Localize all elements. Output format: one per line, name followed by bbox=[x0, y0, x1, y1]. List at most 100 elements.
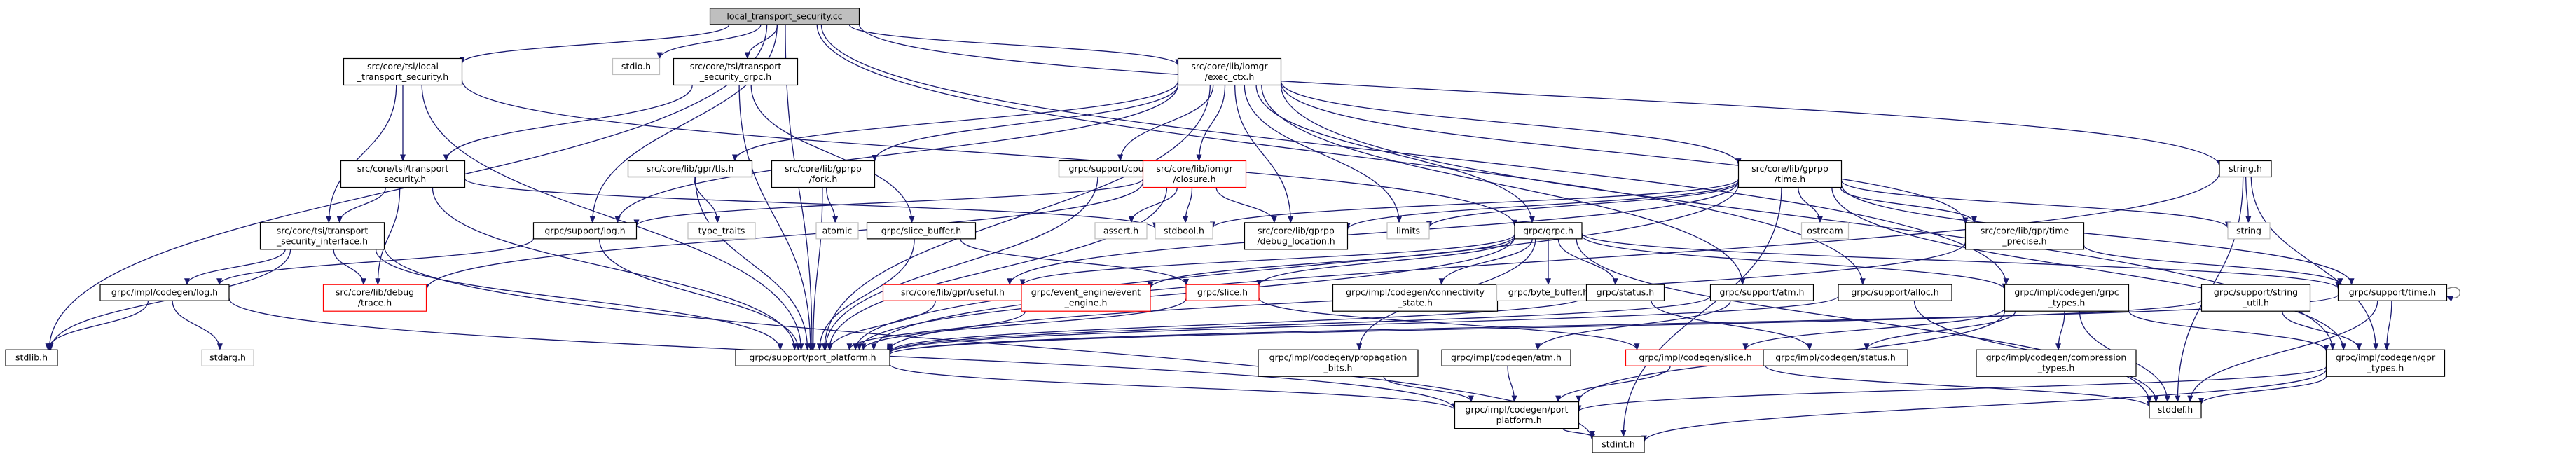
node-gpr-time-precise[interactable]: src/core/lib/gpr/time_precise.h bbox=[1964, 222, 2085, 250]
node-connectivity-state[interactable]: grpc/impl/codegen/connectivity_state.h bbox=[1332, 284, 1499, 312]
node-slice-h[interactable]: grpc/slice.h bbox=[1185, 284, 1260, 301]
node-exec-ctx[interactable]: src/core/lib/iomgr/exec_ctx.h bbox=[1177, 57, 1282, 86]
node-stdint[interactable]: stdint.h bbox=[1592, 436, 1645, 453]
node-ts-iface[interactable]: src/core/tsi/transport_security_interfac… bbox=[259, 222, 385, 250]
node-box bbox=[99, 284, 230, 301]
edge-codegen-log-to-stdlib bbox=[45, 301, 149, 351]
edge-exec-ctx-to-closure bbox=[1196, 85, 1226, 162]
node-label: grpc/impl/codegen/port bbox=[1466, 404, 1569, 415]
edge-codegen-gpr-types-to-stddef bbox=[2198, 376, 2327, 405]
edge-root-to-string-h bbox=[858, 24, 2222, 167]
edge-codegen-grpc-types-to-compression-types bbox=[2055, 311, 2065, 351]
node-support-alloc[interactable]: grpc/support/alloc.h bbox=[1838, 284, 1952, 301]
node-debug-trace[interactable]: src/core/lib/debug/trace.h bbox=[322, 284, 427, 312]
node-support-log[interactable]: grpc/support/log.h bbox=[532, 222, 638, 240]
edge-support-time-to-support-time bbox=[2446, 287, 2460, 302]
edge-codegen-gpr-types-to-stdint bbox=[1641, 369, 2327, 443]
node-codegen-port-platform[interactable]: grpc/impl/codegen/port_platform.h bbox=[1454, 401, 1580, 429]
node-gprpp-fork[interactable]: src/core/lib/gprpp/fork.h bbox=[771, 160, 876, 188]
edge-exec-ctx-to-gprpp-time bbox=[1280, 81, 1742, 166]
node-label: src/core/lib/iomgr bbox=[1191, 61, 1268, 71]
node-gprpp-time[interactable]: src/core/lib/gprpp/time.h bbox=[1737, 160, 1843, 188]
edge-closure-to-debug-location bbox=[1215, 187, 1277, 223]
edge-exec-ctx-to-support-log bbox=[614, 84, 1179, 223]
node-atomic: atomic bbox=[815, 222, 859, 240]
node-box bbox=[2337, 284, 2448, 301]
edge-closure-to-port-platform bbox=[826, 187, 1168, 351]
node-support-string-util[interactable]: grpc/support/string_util.h bbox=[2200, 284, 2311, 312]
node-stdlib[interactable]: stdlib.h bbox=[5, 349, 58, 366]
edge-grpc-h-to-gpr-useful bbox=[1019, 234, 1515, 287]
node-support-time[interactable]: grpc/support/time.h bbox=[2337, 284, 2448, 301]
node-support-atm[interactable]: grpc/support/atm.h bbox=[1709, 284, 1814, 301]
node-codegen-log[interactable]: grpc/impl/codegen/log.h bbox=[99, 284, 230, 301]
node-label: string bbox=[2236, 225, 2261, 235]
edge-ts-iface-to-port-platform bbox=[375, 249, 783, 351]
edge-support-cpu-to-port-platform bbox=[822, 177, 1098, 351]
node-root[interactable]: local_transport_security.cc bbox=[709, 8, 860, 25]
node-stdio: stdio.h bbox=[612, 57, 661, 76]
node-support-cpu[interactable]: grpc/support/cpu.h bbox=[1058, 160, 1163, 178]
node-stdarg: stdarg.h bbox=[201, 349, 254, 366]
node-box bbox=[2200, 284, 2311, 312]
edge-root-to-codegen-grpc-types bbox=[820, 24, 2009, 286]
node-gpr-useful[interactable]: src/core/lib/gpr/useful.h bbox=[882, 284, 1024, 301]
node-label: grpc/slice_buffer.h bbox=[881, 225, 961, 235]
node-box bbox=[1964, 222, 2085, 250]
edge-ts-local-to-port-platform bbox=[421, 85, 804, 351]
node-box bbox=[1838, 284, 1952, 301]
node-box bbox=[1709, 284, 1814, 301]
edge-port-platform-to-codegen-port-platform bbox=[889, 364, 1458, 411]
node-stdbool: stdbool.h bbox=[1155, 222, 1213, 240]
node-codegen-gpr-types[interactable]: grpc/impl/codegen/gpr_types.h bbox=[2325, 349, 2446, 377]
node-box bbox=[1976, 349, 2137, 377]
node-port-platform[interactable]: grpc/support/port_platform.h bbox=[735, 349, 890, 366]
node-closure[interactable]: src/core/lib/iomgr/closure.h bbox=[1142, 160, 1247, 188]
node-box bbox=[343, 57, 463, 86]
node-label: local_transport_security.cc bbox=[726, 11, 842, 21]
node-stddef[interactable]: stddef.h bbox=[2149, 401, 2202, 419]
edge-codegen-grpc-types-to-codegen-slice bbox=[1742, 308, 2006, 351]
edge-slice-h-to-port-platform bbox=[860, 298, 1187, 351]
node-box bbox=[1763, 349, 1908, 366]
edge-support-time-to-stddef bbox=[2187, 301, 2378, 403]
node-ts-grpc[interactable]: src/core/tsi/transport_security_grpc.h bbox=[673, 57, 799, 86]
node-string-h[interactable]: string.h bbox=[2219, 160, 2272, 178]
edge-string-h-to-codegen-gpr-types bbox=[2250, 177, 2379, 351]
node-label: src/core/tsi/transport bbox=[277, 225, 369, 235]
edge-exec-ctx-to-port-platform bbox=[821, 85, 1211, 351]
node-codegen-grpc-types[interactable]: grpc/impl/codegen/grpc_types.h bbox=[2004, 284, 2130, 312]
node-status-h[interactable]: grpc/status.h bbox=[1585, 284, 1665, 301]
node-box bbox=[866, 222, 977, 240]
node-debug-location[interactable]: src/core/lib/gprpp/debug_location.h bbox=[1244, 222, 1349, 250]
node-label: src/core/lib/gprpp bbox=[1751, 163, 1828, 174]
node-box bbox=[2004, 284, 2130, 312]
edge-exec-ctx-to-debug-location bbox=[1234, 85, 1294, 223]
node-box bbox=[322, 284, 427, 312]
edge-ts-h-to-stdbool bbox=[464, 178, 1158, 230]
node-box bbox=[1021, 284, 1151, 312]
node-grpc-h[interactable]: grpc/grpc.h bbox=[1514, 222, 1583, 240]
edge-ts-grpc-to-ts-h bbox=[443, 85, 693, 162]
node-ts-h[interactable]: src/core/tsi/transport_security.h bbox=[340, 160, 466, 188]
node-compression-types[interactable]: grpc/impl/codegen/compression_types.h bbox=[1976, 349, 2137, 377]
node-ts-local[interactable]: src/core/tsi/local_transport_security.h bbox=[343, 57, 463, 86]
edge-gprpp-time-to-ostream bbox=[1798, 187, 1823, 223]
node-box bbox=[532, 222, 638, 240]
edge-root-to-support-alloc bbox=[816, 24, 1866, 286]
node-label: /closure.h bbox=[1173, 174, 1215, 184]
edges-layer bbox=[45, 24, 2460, 443]
node-slice-buffer[interactable]: grpc/slice_buffer.h bbox=[866, 222, 977, 240]
node-label: grpc/support/port_platform.h bbox=[749, 352, 876, 363]
node-event-engine[interactable]: grpc/event_engine/event_engine.h bbox=[1021, 284, 1151, 312]
edge-gpr-tls-to-port-platform bbox=[694, 177, 811, 351]
node-propagation-bits[interactable]: grpc/impl/codegen/propagation_bits.h bbox=[1258, 349, 1419, 377]
edge-slice-buffer-to-port-platform bbox=[816, 238, 915, 351]
node-codegen-atm[interactable]: grpc/impl/codegen/atm.h bbox=[1441, 349, 1571, 366]
node-label: grpc/support/time.h bbox=[2349, 287, 2436, 298]
node-label: stddef.h bbox=[2158, 404, 2193, 415]
node-codegen-status[interactable]: grpc/impl/codegen/status.h bbox=[1763, 349, 1908, 366]
edge-gprpp-time-to-port-platform bbox=[853, 184, 1740, 351]
node-gpr-tls[interactable]: src/core/lib/gpr/tls.h bbox=[627, 160, 753, 178]
node-codegen-slice[interactable]: grpc/impl/codegen/slice.h bbox=[1625, 349, 1766, 366]
